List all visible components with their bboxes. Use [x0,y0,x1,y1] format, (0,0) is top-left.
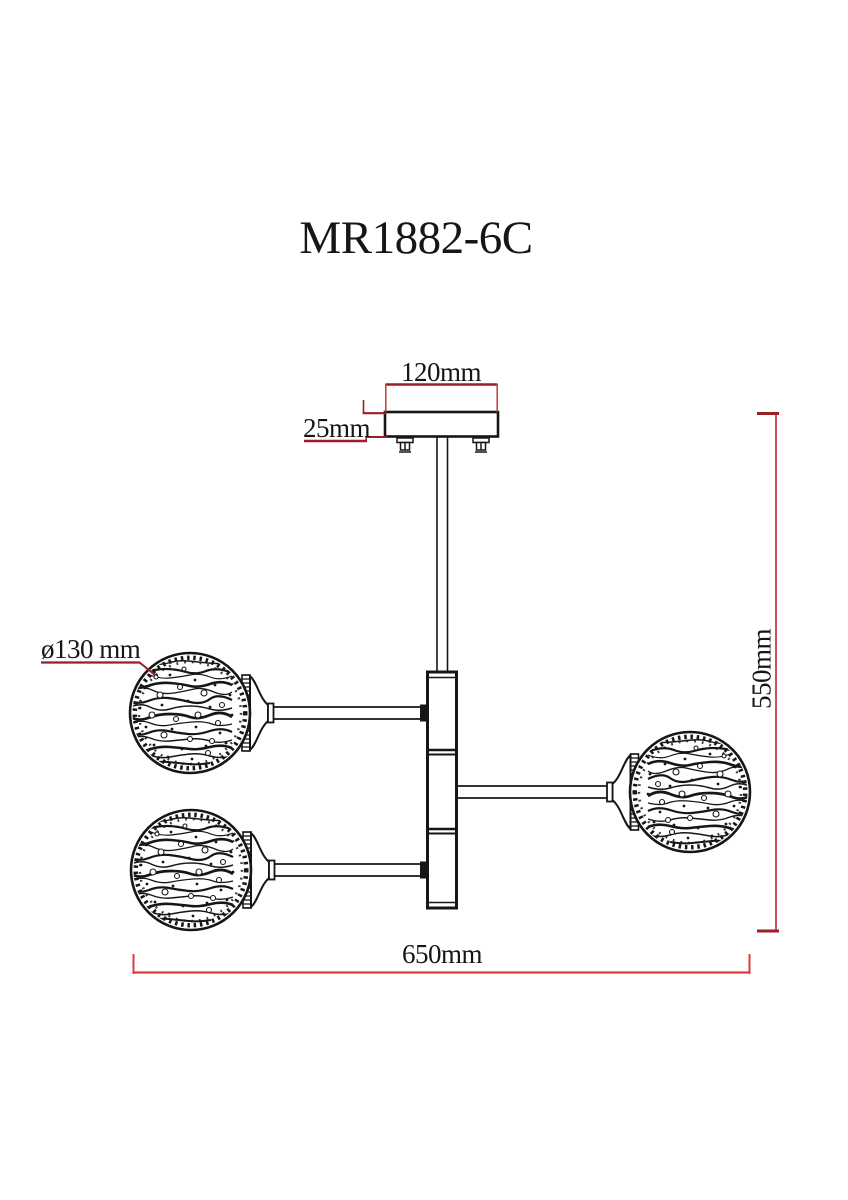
canopy [383,410,500,438]
dim-overall-height-label: 550mm [746,628,777,710]
dim-overall-width-lines [132,954,751,974]
dim-canopy-height-label: 25mm [303,413,371,443]
dim-shade-diameter-label: ø130 mm [41,634,141,664]
hub [426,670,458,910]
globe-upper-left [128,653,250,773]
dim-overall-height-lines [757,412,779,933]
dim-shade-diameter-leader [41,661,156,676]
globe-lower-left [129,810,251,930]
dim-canopy-width-lines [385,383,498,412]
stem [436,436,449,673]
dim-canopy-width-label: 120mm [400,357,482,387]
globe-right [630,732,752,852]
arm-lower-left [273,861,428,879]
dim-canopy-height-lines [304,400,387,443]
mounting-screws [396,437,490,453]
arm-right [456,785,608,799]
dim-overall-width-label: 650mm [401,939,483,969]
arm-upper-left [273,704,428,722]
model-number: MR1882-6C [299,212,533,264]
